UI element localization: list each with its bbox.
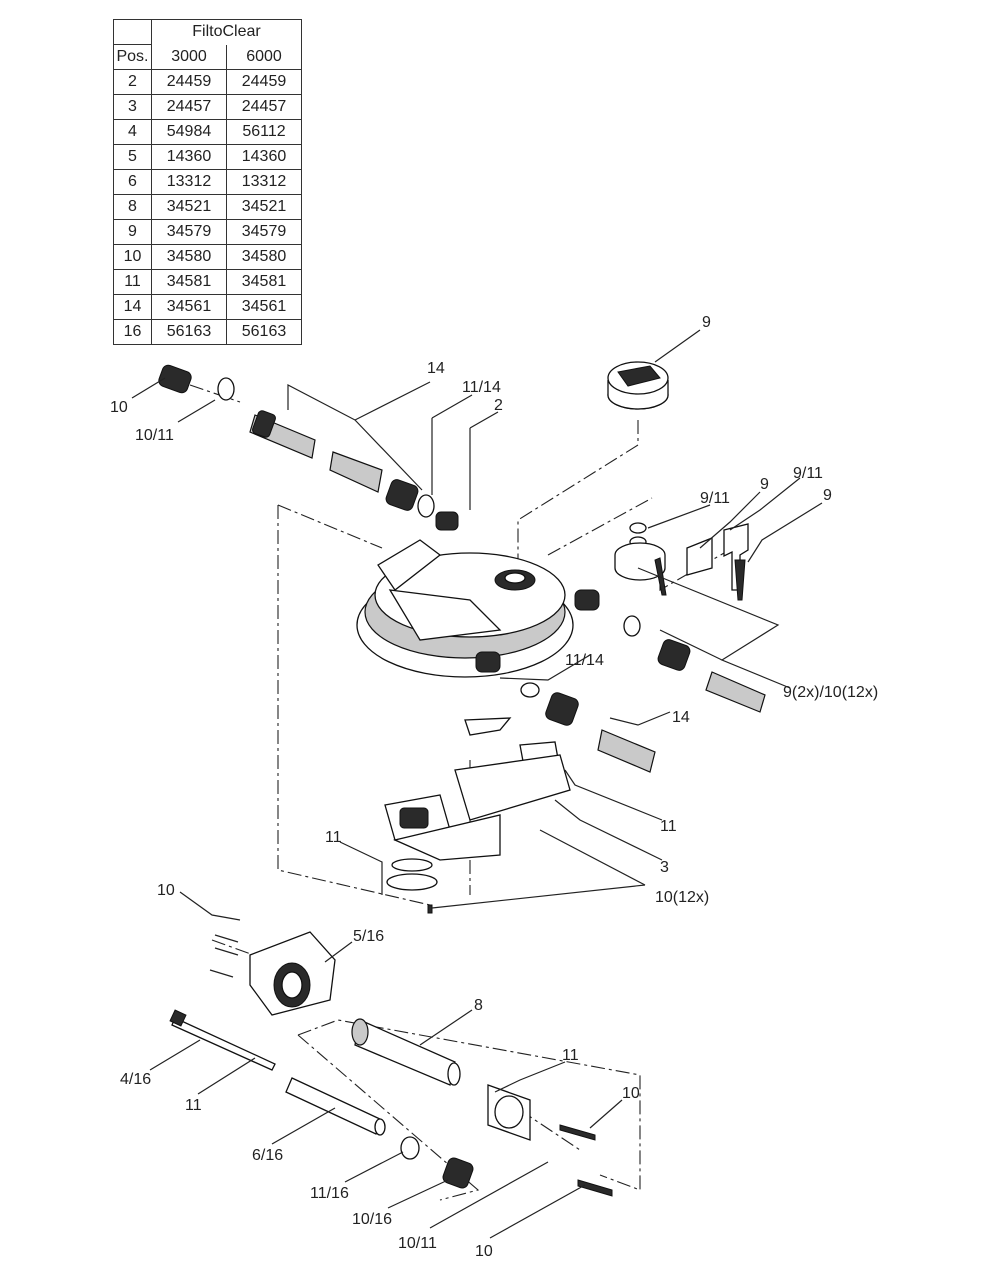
value-3000-cell: 14360 (151, 144, 227, 170)
value-6000-cell: 56112 (226, 119, 302, 145)
table-header-row: FiltoClear (113, 19, 302, 45)
callout-right-9-a: 9 (760, 476, 769, 493)
lid-part (356, 511, 600, 678)
right-small-parts (614, 522, 749, 601)
callout-right-9-b: 9 (823, 487, 832, 504)
value-3000-cell: 24457 (151, 94, 227, 120)
callout-ring-left: 10/11 (135, 427, 174, 444)
callout-ring-bottom: 11/16 (310, 1185, 349, 1202)
pos-cell: 6 (113, 169, 152, 195)
flange-clip-part (487, 1084, 613, 1197)
product-header: FiltoClear (151, 19, 302, 45)
callout-lid: 2 (494, 397, 503, 414)
callout-base: 3 (660, 859, 669, 876)
pos-cell: 16 (113, 319, 152, 345)
callout-housing: 5/16 (353, 928, 384, 945)
callout-screws-base: 10(12x) (655, 889, 709, 906)
value-3000-cell: 56163 (151, 319, 227, 345)
hose-tail-right-part (520, 615, 766, 773)
value-3000-cell: 34580 (151, 244, 227, 270)
assembly-lines (189, 384, 739, 1201)
value-6000-cell: 56163 (226, 319, 302, 345)
callout-quartz: 6/16 (252, 1147, 283, 1164)
callout-right-9-11-a: 9/11 (700, 490, 730, 507)
callout-hose-right: 14 (672, 709, 690, 726)
model-header-3000: 3000 (151, 44, 227, 70)
value-3000-cell: 13312 (151, 169, 227, 195)
callout-flange-ring: 11 (562, 1047, 579, 1064)
value-3000-cell: 54984 (151, 119, 227, 145)
knob-part (607, 361, 669, 410)
pos-cell: 14 (113, 294, 152, 320)
value-6000-cell: 24457 (226, 94, 302, 120)
value-6000-cell: 14360 (226, 144, 302, 170)
value-6000-cell: 13312 (226, 169, 302, 195)
callout-gasket-left: 11 (325, 829, 342, 846)
callout-right-9-11-b: 9/11 (793, 465, 823, 482)
leader-lines (131, 329, 823, 1239)
value-6000-cell: 34581 (226, 269, 302, 295)
value-6000-cell: 24459 (226, 69, 302, 95)
callout-nut-left: 10 (110, 399, 128, 416)
callout-hose-top: 14 (427, 360, 445, 377)
callout-seal-mid: 11/14 (565, 652, 604, 669)
callout-gasket-right: 11 (660, 818, 677, 835)
table-subheader-row: Pos. 3000 6000 (113, 44, 302, 70)
empty-corner-cell (113, 19, 152, 45)
hose-tail-top-part (158, 364, 435, 518)
uvc-lamp-part (351, 1018, 461, 1086)
pos-cell: 3 (113, 94, 152, 120)
value-6000-cell: 34521 (226, 194, 302, 220)
pos-cell: 9 (113, 219, 152, 245)
callout-knob: 9 (702, 314, 711, 331)
shaft-part (169, 1009, 276, 1071)
quartz-tube-part (285, 1077, 386, 1136)
callout-seal-top: 11/14 (462, 379, 501, 396)
pos-cell: 2 (113, 69, 152, 95)
callout-screws-right: 9(2x)/10(12x) (783, 684, 878, 701)
callout-nut-bottom: 10/16 (352, 1211, 392, 1228)
pos-cell: 10 (113, 244, 152, 270)
housing-part (209, 931, 336, 1016)
callout-clip-top: 10 (622, 1085, 640, 1102)
base-part (384, 717, 571, 914)
callout-clip-bottom: 10 (475, 1243, 493, 1260)
callout-labels: 9 14 11/14 2 10 10/11 9/11 9 9/11 9 9(2x… (110, 314, 878, 1260)
value-6000-cell: 34580 (226, 244, 302, 270)
callout-shaft: 4/16 (120, 1071, 151, 1088)
callout-shaft-ring: 11 (185, 1097, 202, 1114)
callout-uvc-lamp: 8 (474, 997, 483, 1014)
callout-screw-bottom-mid: 10/11 (398, 1235, 437, 1252)
bottom-ring-nut-part (400, 1136, 474, 1189)
callout-screws-housing: 10 (157, 882, 175, 899)
